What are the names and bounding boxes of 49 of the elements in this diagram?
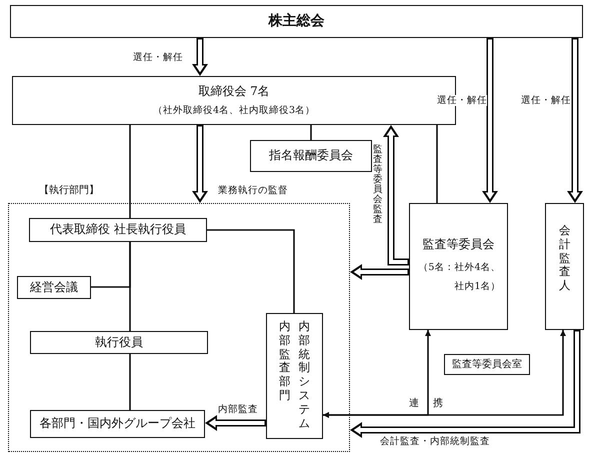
vertical-text: 内部監査部門 bbox=[279, 320, 290, 403]
edge-label: 選任・解任 bbox=[133, 52, 183, 64]
connector-line bbox=[310, 125, 312, 140]
edge-label: 選任・解任 bbox=[521, 95, 571, 106]
box-note: （社外取締役4名、社内取締役3名） bbox=[152, 105, 316, 118]
hollow-arrow bbox=[350, 330, 580, 438]
org-box bbox=[409, 203, 508, 330]
box-title: 経営会議 bbox=[30, 280, 78, 296]
edge-label: 監査等委員会監査 bbox=[373, 145, 382, 225]
connector-line bbox=[129, 354, 131, 410]
hollow-arrow bbox=[192, 38, 208, 76]
org-box bbox=[30, 410, 205, 438]
edge-label: 内部監査 bbox=[218, 404, 258, 416]
vertical-text: 会計監査人 bbox=[558, 224, 570, 293]
hollow-arrow bbox=[350, 264, 409, 280]
connector-line bbox=[129, 125, 131, 218]
org-box bbox=[250, 140, 372, 172]
org-box bbox=[30, 331, 208, 354]
meeting-box bbox=[10, 5, 583, 38]
org-box bbox=[444, 354, 530, 375]
unit-box bbox=[545, 203, 584, 330]
unit-box bbox=[266, 313, 323, 439]
connector-line bbox=[436, 125, 438, 203]
hollow-arrow bbox=[482, 38, 498, 203]
connector-line bbox=[91, 242, 131, 288]
box-title: 指名報酬委員会 bbox=[269, 148, 353, 164]
hollow-arrow bbox=[205, 415, 266, 431]
hollow-arrow bbox=[192, 125, 208, 203]
arrow bbox=[323, 330, 566, 418]
hollow-arrow bbox=[383, 125, 409, 266]
edge-label: 業務執行の監督 bbox=[218, 185, 288, 196]
vertical-text: 内部統制システム bbox=[298, 320, 310, 430]
org-box bbox=[29, 218, 207, 242]
edge-label: 連携 bbox=[409, 398, 457, 410]
box-title: 監査等委員会室 bbox=[452, 358, 522, 371]
box-title: 代表取締役 社長執行役員 bbox=[50, 222, 186, 238]
box-title: 監査等委員会 bbox=[422, 236, 494, 252]
box-title: 執行役員 bbox=[95, 334, 143, 350]
box-title: 各部門・国内外グループ会社 bbox=[40, 416, 196, 432]
edge-label: 会計監査・内部統制監査 bbox=[380, 436, 490, 448]
box-title: 取締役会 7名 bbox=[198, 84, 270, 100]
box-note: （5名：社外4名、社内1名） bbox=[417, 261, 500, 294]
org-box bbox=[12, 76, 456, 125]
hollow-arrow bbox=[567, 38, 583, 203]
section-heading: 【執行部門】 bbox=[39, 184, 99, 197]
box-title: 株主総会 bbox=[268, 12, 324, 31]
org-box bbox=[17, 276, 91, 299]
edge-label: 選任・解任 bbox=[437, 95, 487, 106]
connector-line bbox=[207, 229, 295, 313]
